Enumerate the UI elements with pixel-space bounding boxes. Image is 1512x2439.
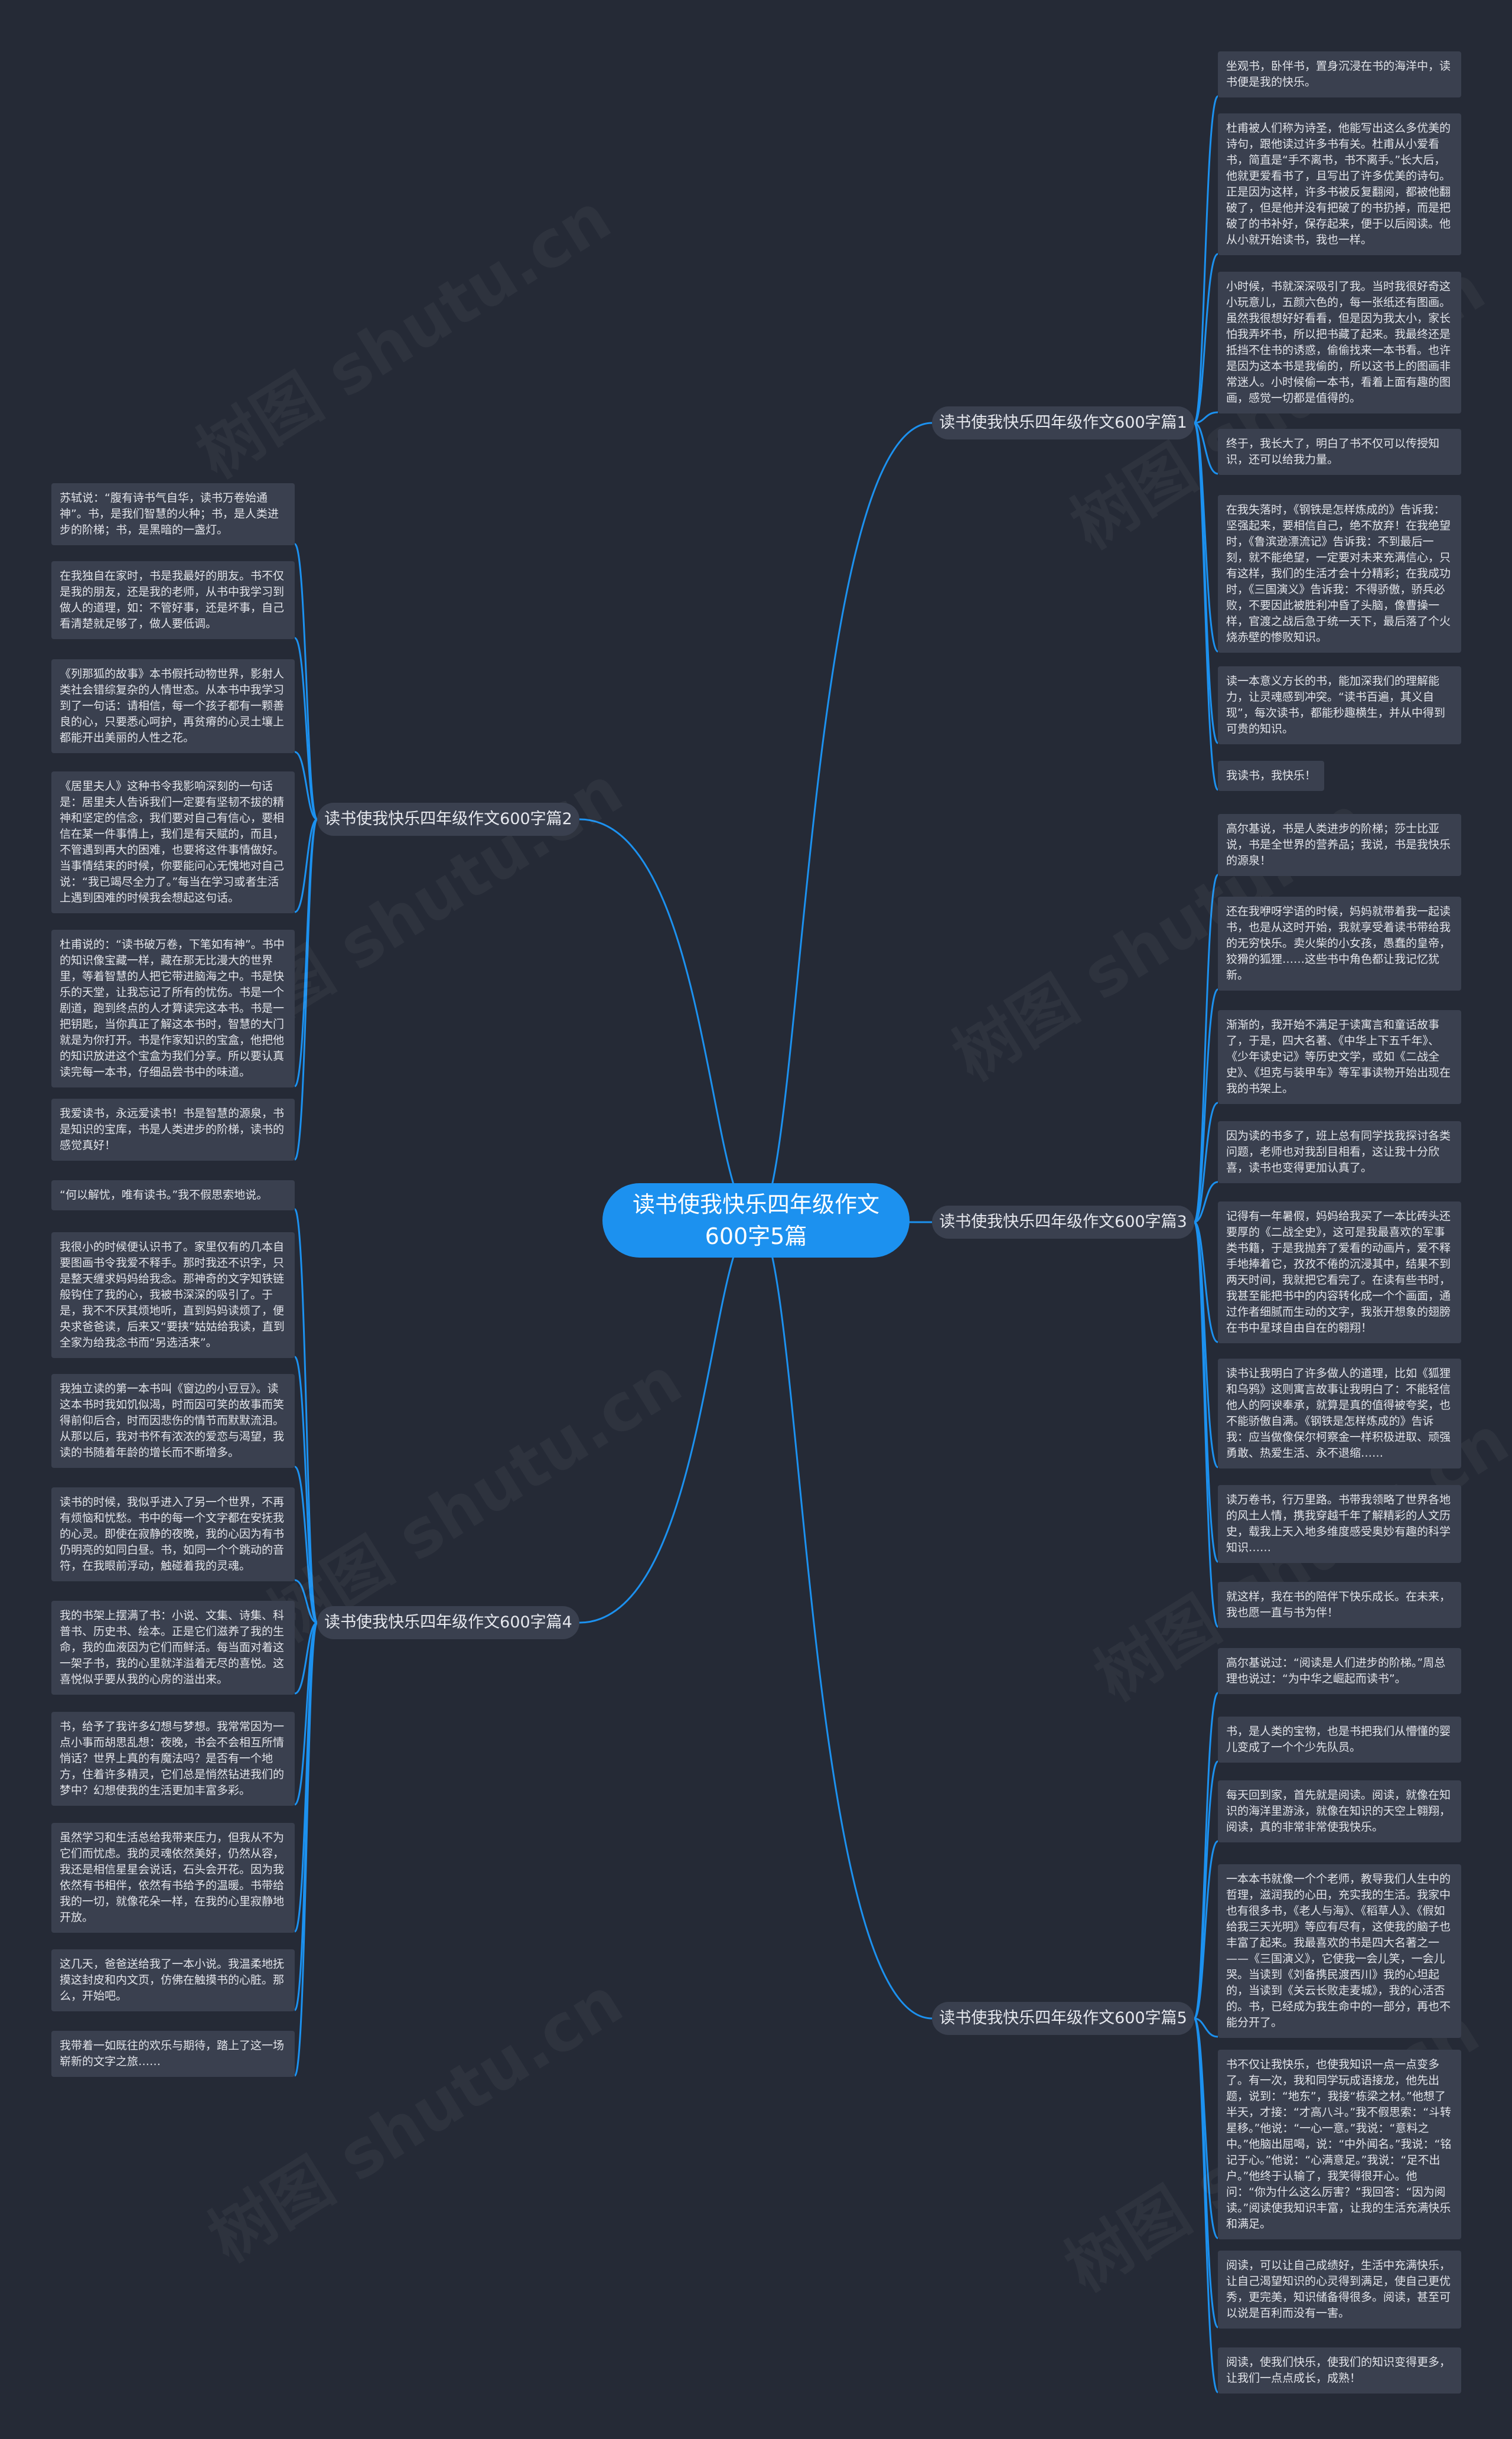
- branch-leaf-link: [294, 818, 318, 1161]
- branch-leaf-link: [1194, 2017, 1218, 2038]
- leaf-4-2[interactable]: 我很小的时候便认识书了。家里仅有的几本自要图画书令我爱不释手。那时我还不识字，只…: [51, 1232, 295, 1358]
- leaf-1-7[interactable]: 我读书，我快乐！: [1218, 761, 1324, 791]
- leaf-4-6[interactable]: 书，给予了我许多幻想与梦想。我常常因为一点小事而胡思乱想：夜晚，书会不会相互所情…: [51, 1712, 295, 1806]
- branch-leaf-link: [1193, 2017, 1219, 2329]
- leaf-4-3[interactable]: 我独立读的第一本书叫《窗边的小豆豆》。读这本书时我如饥似渴，时而因可笑的故事而笑…: [51, 1374, 295, 1468]
- root-branch-link: [755, 1219, 933, 2020]
- branch-leaf-link: [1194, 1181, 1218, 1223]
- branch-leaf-link: [1193, 1840, 1218, 2020]
- leaf-5-6[interactable]: 阅读，可以让自己成绩好，生活中充满快乐，让自己渴望知识的心灵得到满足，使自己更优…: [1218, 2251, 1461, 2329]
- leaf-3-7[interactable]: 读万卷书，行万里路。书带我领略了世界各地的风土人情，携我穿越千年了解精彩的人文历…: [1218, 1485, 1461, 1563]
- branch-essay-4[interactable]: 读书使我快乐四年级作文600字篇4: [317, 1606, 579, 1639]
- branch-leaf-link: [1193, 95, 1219, 424]
- root-topic[interactable]: 读书使我快乐四年级作文600字5篇: [602, 1183, 910, 1258]
- branch-leaf-link: [294, 637, 318, 820]
- leaf-3-6[interactable]: 读书让我明白了许多做人的道理，比如《狐狸和乌鸦》这则寓言故事让我明白了：不能轻信…: [1218, 1359, 1461, 1468]
- leaf-1-6[interactable]: 读一本意义方长的书，能加深我们的理解能力，让灵魂感到冲突。“读书百遍，其义自现”…: [1218, 666, 1461, 744]
- leaf-1-1[interactable]: 坐观书，卧伴书，置身沉浸在书的海洋中，读书便是我的快乐。: [1218, 51, 1461, 97]
- leaf-4-7[interactable]: 虽然学习和生活总给我带来压力，但我从不为它们而忧虑。我的灵魂依然美好，仍然从容，…: [51, 1823, 295, 1933]
- branch-essay-3[interactable]: 读书使我快乐四年级作文600字篇3: [932, 1206, 1194, 1239]
- leaf-2-2[interactable]: 在我独自在家时，书是我最好的朋友。书不仅是我的朋友，还是我的老师，从书中我学习到…: [51, 561, 295, 639]
- leaf-4-8[interactable]: 这几天，爸爸送给我了一本小说。我温柔地抚摸这封皮和内文页，仿佛在触摸书的心脏。那…: [51, 1949, 295, 2011]
- leaf-5-7[interactable]: 阅读，使我们快乐，使我们的知识变得更多，让我们一点点成长，成熟！: [1218, 2347, 1461, 2394]
- branch-leaf-link: [1193, 1221, 1219, 1628]
- leaf-3-5[interactable]: 记得有一年暑假，妈妈给我买了一本比砖头还要厚的《二战全史》，这可是我最喜欢的军事…: [1218, 1201, 1461, 1343]
- branch-leaf-link: [294, 751, 318, 820]
- leaf-3-3[interactable]: 渐渐的，我开始不满足于读寓言和童话故事了，于是，四大名著、《中华上下五千年》、《…: [1218, 1010, 1461, 1104]
- branch-leaf-link: [1194, 1221, 1218, 1343]
- branch-leaf-link: [1193, 422, 1219, 744]
- branch-leaf-link: [1193, 1221, 1219, 1563]
- leaf-3-2[interactable]: 还在我咿呀学语的时候，妈妈就带着我一起读书，也是从这时开始，我就享受着读书带给我…: [1218, 897, 1461, 991]
- branch-leaf-link: [294, 1621, 318, 2077]
- leaf-1-5[interactable]: 在我失落时，《钢铁是怎样炼成的》告诉我：坚强起来，要相信自己，绝不放弃！在我绝望…: [1218, 495, 1461, 653]
- branch-leaf-link: [294, 1621, 318, 2011]
- root-branch-link: [579, 1219, 757, 1624]
- leaf-2-6[interactable]: 我爱读书，永远爱读书！书是智慧的源泉，书是知识的宝库，书是人类进步的阶梯，读书的…: [51, 1099, 295, 1161]
- branch-essay-1[interactable]: 读书使我快乐四年级作文600字篇1: [932, 406, 1194, 439]
- leaf-4-4[interactable]: 读书的时候，我似乎进入了另一个世界，不再有烦恼和忧愁。书中的每一个文字都在安抚我…: [51, 1487, 295, 1581]
- branch-leaf-link: [1194, 422, 1218, 475]
- branch-leaf-link: [1193, 422, 1219, 791]
- leaf-4-9[interactable]: 我带着一如既往的欢乐与期待，踏上了这一场崭新的文字之旅……: [51, 2031, 295, 2077]
- branch-leaf-link: [294, 818, 318, 1087]
- branch-leaf-link: [294, 1579, 318, 1624]
- leaf-4-1[interactable]: “何以解忧，唯有读书。”我不假思索地说。: [51, 1180, 295, 1210]
- branch-leaf-link: [1193, 988, 1219, 1223]
- leaf-5-5[interactable]: 书不仅让我快乐，也使我知识一点一点变多了。有一次，我和同学玩成语接龙，他先出题，…: [1218, 2050, 1461, 2239]
- branch-leaf-link: [1194, 1102, 1218, 1223]
- root-branch-link: [579, 818, 757, 1222]
- leaf-2-1[interactable]: 苏轼说：“腹有诗书气自华，读书万卷始通神”。书，是我们智慧的火种；书，是人类进步…: [51, 483, 295, 545]
- leaf-2-4[interactable]: 《居里夫人》这种书令我影响深刻的一句话是：居里夫人告诉我们一定要有坚韧不拔的精神…: [51, 771, 295, 913]
- branch-leaf-link: [1193, 253, 1218, 424]
- branch-leaf-link: [294, 818, 318, 913]
- leaf-1-3[interactable]: 小时候，书就深深吸引了我。当时我很好奇这小玩意儿，五颜六色的，每一张纸还有图画。…: [1218, 272, 1461, 413]
- root-branch-link: [755, 422, 933, 1222]
- leaf-5-2[interactable]: 书，是人类的宝物，也是书把我们从懵懂的婴儿变成了一个个少先队员。: [1218, 1717, 1461, 1763]
- leaf-4-5[interactable]: 我的书架上摆满了书：小说、文集、诗集、科普书、历史书、绘本。正是它们滋养了我的生…: [51, 1601, 295, 1695]
- branch-leaf-link: [1194, 411, 1218, 424]
- leaf-5-4[interactable]: 一本本书就像一个个老师，教导我们人生中的哲理，滋润我的心田，充实我的生活。我家中…: [1218, 1864, 1461, 2038]
- branch-leaf-link: [1193, 1760, 1219, 2020]
- branch-leaf-link: [294, 1466, 318, 1624]
- branch-essay-5[interactable]: 读书使我快乐四年级作文600字篇5: [932, 2002, 1194, 2035]
- leaf-2-3[interactable]: 《列那狐的故事》本书假托动物世界，影射人类社会错综复杂的人情世态。从本书中我学习…: [51, 659, 295, 753]
- leaf-5-3[interactable]: 每天回到家，首先就是阅读。阅读，就像在知识的海洋里游泳，就像在知识的天空上翱翔，…: [1218, 1780, 1461, 1842]
- leaf-1-2[interactable]: 杜甫被人们称为诗圣，他能写出这么多优美的诗句，跟他读过许多书有关。杜甫从小爱看书…: [1218, 113, 1461, 255]
- leaf-5-1[interactable]: 高尔基说过：“阅读是人们进步的阶梯。”周总理也说过：“为中华之崛起而读书”。: [1218, 1648, 1461, 1694]
- leaf-1-4[interactable]: 终于，我长大了，明白了书不仅可以传授知识，还可以给我力量。: [1218, 429, 1461, 475]
- branch-leaf-link: [294, 1621, 318, 1695]
- branch-essay-2[interactable]: 读书使我快乐四年级作文600字篇2: [317, 803, 579, 836]
- leaf-2-5[interactable]: 杜甫说的：“读书破万卷，下笔如有神”。书中的知识像宝藏一样，藏在那无比漫大的世界…: [51, 930, 295, 1087]
- branch-leaf-link: [294, 1208, 318, 1624]
- leaf-3-1[interactable]: 高尔基说，书是人类进步的阶梯；莎士比亚说，书是全世界的营养品；我说，书是我快乐的…: [1218, 814, 1461, 876]
- branch-leaf-link: [294, 1356, 318, 1624]
- branch-leaf-link: [1193, 874, 1219, 1223]
- leaf-3-4[interactable]: 因为读的书多了，班上总有同学找我探讨各类问题，老师也对我刮目相看，这让我十分欣喜…: [1218, 1121, 1461, 1183]
- branch-leaf-link: [1193, 2017, 1219, 2394]
- leaf-3-8[interactable]: 就这样，我在书的陪伴下快乐成长。在未来，我也愿一直与书为伴！: [1218, 1582, 1461, 1628]
